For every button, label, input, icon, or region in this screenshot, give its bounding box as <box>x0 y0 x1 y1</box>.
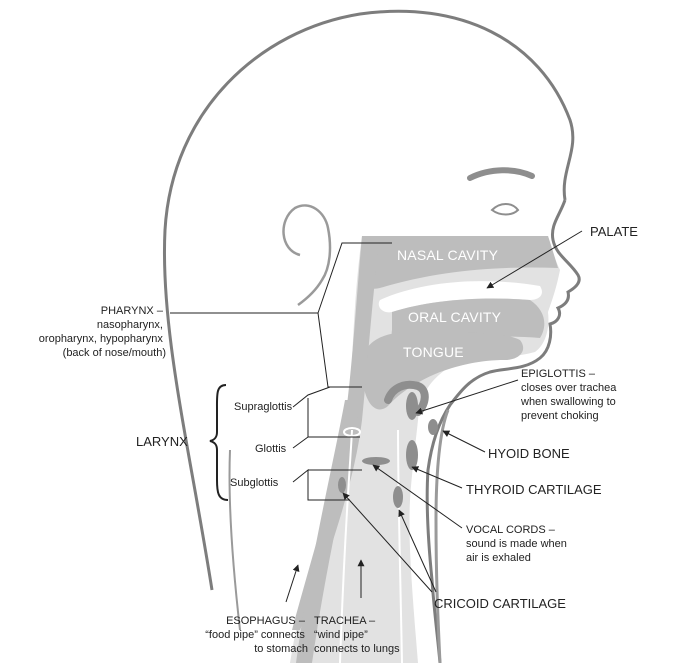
face-profile-outline <box>425 199 581 663</box>
esophagus-pointer <box>285 564 300 603</box>
hyoid-bone-blob <box>428 419 438 435</box>
trachea-wall-left <box>339 429 353 663</box>
epiglottis-line-1: EPIGLOTTIS – <box>521 368 596 380</box>
larynx-bracket-subglottis <box>292 468 350 501</box>
pharynx-line-3: oropharynx, hypopharynx <box>39 333 164 345</box>
epiglottis-curve <box>384 380 429 416</box>
epiglottis-line-4: prevent choking <box>521 410 599 422</box>
vocal-cords-line-1: VOCAL CORDS – <box>466 524 556 536</box>
thyroid-cartilage-label: THYROID CARTILAGE <box>466 482 602 497</box>
pharynx-column <box>292 236 380 630</box>
trachea-ring <box>343 427 361 437</box>
pharynx-line-1: PHARYNX – <box>101 305 164 317</box>
subglottis-label: Subglottis <box>230 477 279 489</box>
oral-cavity-label: ORAL CAVITY <box>408 309 502 325</box>
neck-front-line <box>434 409 450 663</box>
epiglottis-blob <box>406 392 418 420</box>
hyoid-bone-label: HYOID BONE <box>488 446 570 461</box>
eye-outline <box>490 203 520 216</box>
trachea-line-2: “wind pipe” <box>314 629 368 641</box>
esophagus-line-3: to stomach <box>254 643 308 655</box>
epiglottis-label: EPIGLOTTIS – closes over trachea when sw… <box>520 368 619 422</box>
thyroid-cartilage-blob <box>406 440 418 470</box>
cricoid-pointer-left <box>342 492 433 593</box>
cricoid-cartilage-blob-left <box>338 477 346 493</box>
ear-outline <box>282 204 332 307</box>
epiglottis-line-3: when swallowing to <box>520 396 616 408</box>
trachea-wall-right <box>397 429 403 663</box>
larynx-brace <box>209 384 229 501</box>
eyebrow-outline <box>467 167 535 181</box>
vocal-cords-line-2: sound is made when <box>466 538 567 550</box>
larynx-label: LARYNX <box>136 434 188 449</box>
pharynx-label: PHARYNX – nasopharynx, oropharynx, hypop… <box>39 305 166 359</box>
thyroid-pointer <box>411 466 463 489</box>
trachea-label: TRACHEA – “wind pipe” connects to lungs <box>314 615 400 655</box>
vocal-cords-blob <box>362 457 390 465</box>
pharynx-bracket <box>317 242 392 388</box>
esophagus-column <box>296 400 360 663</box>
palate-pointer <box>486 230 583 289</box>
esophagus-line-2: “food pipe” connects <box>205 629 305 641</box>
vocal-cords-label: VOCAL CORDS – sound is made when air is … <box>466 524 570 564</box>
esophagus-line-1: ESOPHAGUS – <box>226 615 306 627</box>
leader-lines <box>170 230 583 603</box>
epiglottis-pointer <box>415 379 519 415</box>
vocal-cords-line-3: air is exhaled <box>466 552 531 564</box>
trachea-line-1: TRACHEA – <box>314 615 376 627</box>
palate-label: PALATE <box>590 224 638 239</box>
esophagus-label: ESOPHAGUS – “food pipe” connects to stom… <box>205 615 308 655</box>
larynx-bracket-mid <box>292 436 309 449</box>
nasal-cavity-shape <box>366 236 558 289</box>
tongue-label: TONGUE <box>403 344 464 360</box>
pharynx-line-4: (back of nose/mouth) <box>63 347 166 359</box>
supraglottis-label: Supraglottis <box>234 401 293 413</box>
vocal-cords-pointer <box>372 464 463 529</box>
hyoid-pointer <box>442 430 486 453</box>
glottis-label: Glottis <box>255 443 287 455</box>
neck-back-outline <box>228 449 241 631</box>
cricoid-pointer-right <box>398 509 437 593</box>
palate-shape <box>378 281 542 313</box>
larynx-bracket-supraglottis <box>292 386 331 408</box>
epiglottis-line-2: closes over trachea <box>521 382 617 394</box>
head-back-outline <box>163 9 575 591</box>
pharynx-line-2: nasopharynx, <box>97 319 163 331</box>
trachea-line-3: connects to lungs <box>314 643 400 655</box>
nasal-cavity-label: NASAL CAVITY <box>397 247 499 263</box>
cricoid-cartilage-label: CRICOID CARTILAGE <box>434 596 566 611</box>
cricoid-cartilage-blob-right <box>393 486 403 508</box>
